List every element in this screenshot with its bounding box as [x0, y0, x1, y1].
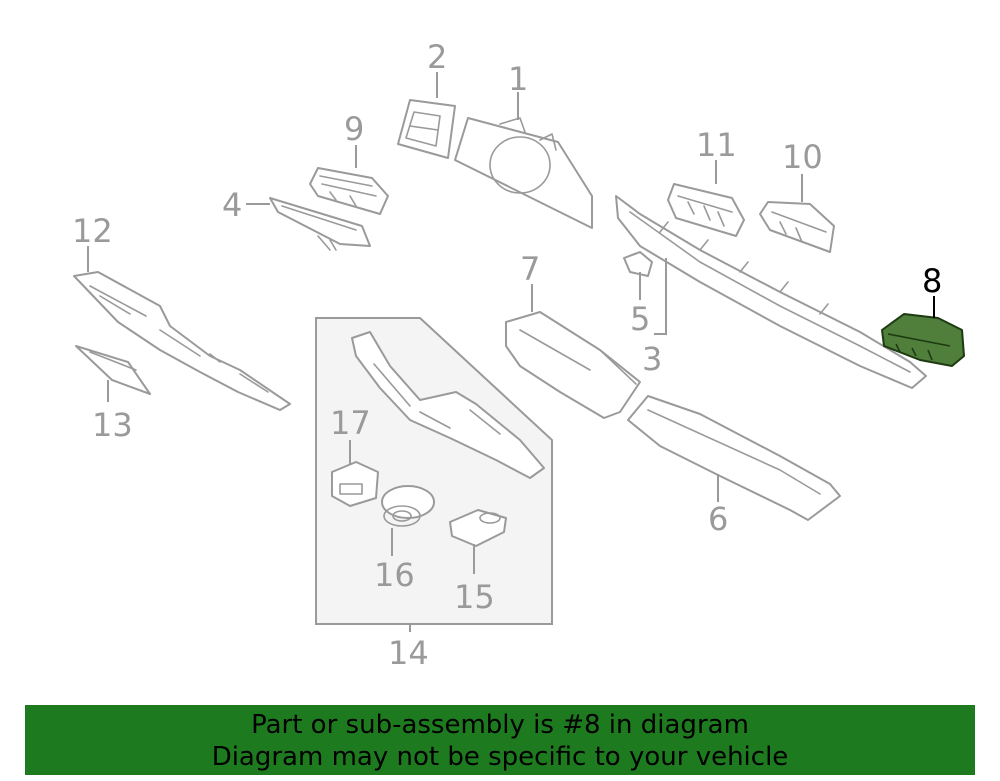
callout-12: 12 — [72, 212, 113, 250]
part-3[interactable] — [615, 195, 927, 389]
callout-7: 7 — [520, 250, 540, 288]
callout-2: 2 — [427, 38, 447, 76]
callout-8: 8 — [922, 262, 942, 300]
callout-10: 10 — [782, 138, 823, 176]
part-1[interactable] — [454, 117, 593, 229]
part-7[interactable] — [505, 311, 641, 419]
callout-15: 15 — [454, 578, 495, 616]
banner-line-1: Part or sub-assembly is #8 in diagram — [251, 710, 749, 740]
part-13[interactable] — [75, 345, 151, 395]
part-12[interactable] — [73, 271, 291, 411]
part-17[interactable] — [331, 461, 379, 507]
part-15[interactable] — [449, 509, 507, 547]
callout-9: 9 — [344, 110, 364, 148]
part-8-highlighted[interactable] — [881, 313, 965, 367]
callout-13: 13 — [92, 406, 133, 444]
part-4[interactable] — [269, 197, 371, 251]
callout-6: 6 — [708, 500, 728, 538]
callout-labels: 1 2 3 4 5 6 7 8 9 10 11 12 13 14 15 16 1… — [72, 38, 942, 672]
callout-14: 14 — [388, 634, 429, 672]
callout-3: 3 — [642, 340, 662, 378]
leader-lines — [87, 72, 935, 632]
part-info-banner: Part or sub-assembly is #8 in diagram Di… — [25, 705, 975, 775]
sub-assembly-14-box — [315, 317, 553, 625]
part-11[interactable] — [667, 183, 745, 237]
callout-16: 16 — [374, 556, 415, 594]
callout-1: 1 — [508, 60, 528, 98]
callout-5: 5 — [630, 300, 650, 338]
part-14-bracket[interactable] — [351, 331, 545, 479]
callout-11: 11 — [696, 126, 737, 164]
part-10[interactable] — [759, 201, 835, 253]
banner-line-2: Diagram may not be specific to your vehi… — [211, 742, 789, 772]
part-5[interactable] — [623, 251, 653, 277]
part-9[interactable] — [309, 167, 389, 215]
part-6[interactable] — [627, 395, 841, 521]
part-2[interactable] — [397, 99, 456, 159]
part-16[interactable] — [381, 485, 435, 527]
callout-4: 4 — [222, 186, 242, 224]
callout-17: 17 — [330, 404, 371, 442]
